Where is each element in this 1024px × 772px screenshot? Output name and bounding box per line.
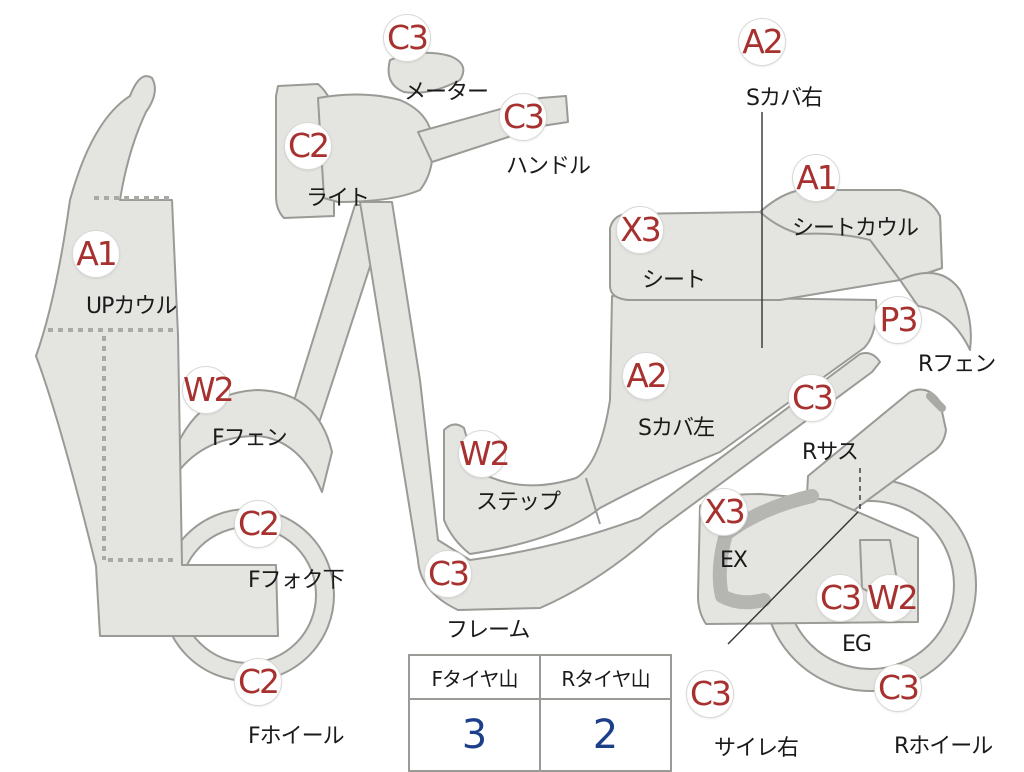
grade-badge-seat: X3	[616, 206, 664, 254]
rear-tire-value: 2	[539, 698, 672, 772]
part-label-r-fender: Rフェン	[918, 352, 996, 377]
meter-shape	[387, 51, 465, 94]
side-cover-shape	[443, 295, 878, 555]
part-label-f-wheel: Fホイール	[248, 724, 345, 749]
exhaust-shape	[712, 489, 819, 610]
grade-badge-step: W2	[458, 430, 511, 478]
part-label-f-fender: Fフェン	[212, 426, 288, 451]
grade-badge-s-cover-left: A2	[622, 352, 670, 400]
up-cowl-shape	[35, 75, 279, 637]
grade-badge-f-fender: W2	[182, 366, 235, 414]
grade-badge-r-fender: P3	[874, 296, 922, 344]
grade-badge-light: C2	[284, 122, 332, 170]
rear-tire-header: Rタイヤ山	[539, 654, 672, 700]
part-label-r-wheel: Rホイール	[894, 734, 993, 759]
part-label-exhaust: EX	[720, 548, 748, 573]
grade-badge-silencer-right: C3	[686, 670, 734, 718]
part-label-seat-cowl: シートカウル	[792, 216, 919, 241]
part-label-engine: EG	[842, 632, 872, 657]
tire-table-value-row: 3 2	[408, 698, 672, 772]
part-label-frame: フレーム	[446, 618, 530, 643]
grade-badge-r-wheel: C3	[874, 664, 922, 712]
part-label-f-fork-lower: Fフォク下	[248, 568, 345, 593]
front-tire-value: 3	[408, 698, 541, 772]
part-label-seat: シート	[642, 268, 706, 293]
part-label-light: ライト	[306, 186, 370, 211]
grade-badge-exhaust: X3	[700, 488, 748, 536]
tire-table-header-row: Fタイヤ山 Rタイヤ山	[408, 654, 672, 700]
part-label-handle: ハンドル	[506, 154, 591, 179]
part-label-silencer-right: サイレ右	[714, 736, 799, 761]
frame-shape	[359, 201, 881, 611]
grade-badge-engine-1: C3	[816, 574, 864, 622]
part-label-step: ステップ	[476, 490, 561, 515]
grade-badge-f-fork-lower: C2	[234, 500, 282, 548]
part-label-s-cover-left: Sカバ左	[638, 416, 715, 441]
grade-badge-f-wheel: C2	[234, 658, 282, 706]
rear-fender-shape	[899, 272, 972, 351]
part-label-r-suspension: Rサス	[802, 440, 859, 465]
grade-badge-handle: C3	[499, 93, 547, 141]
grade-badge-seat-cowl: A1	[792, 154, 840, 202]
grade-badge-frame: C3	[424, 550, 472, 598]
part-label-s-cover-right: Sカバ右	[746, 86, 823, 111]
part-label-meter: メーター	[404, 80, 489, 105]
tire-tread-table: Fタイヤ山 Rタイヤ山 3 2	[408, 654, 672, 772]
grade-badge-meter: C3	[383, 14, 431, 62]
grade-badge-r-suspension: C3	[788, 374, 836, 422]
grade-badge-engine-2: W2	[866, 574, 919, 622]
grade-badge-s-cover-right: A2	[738, 18, 786, 66]
grade-badge-up-cowl: A1	[72, 230, 120, 278]
front-tire-header: Fタイヤ山	[408, 654, 541, 700]
part-label-up-cowl: UPカウル	[86, 294, 177, 319]
